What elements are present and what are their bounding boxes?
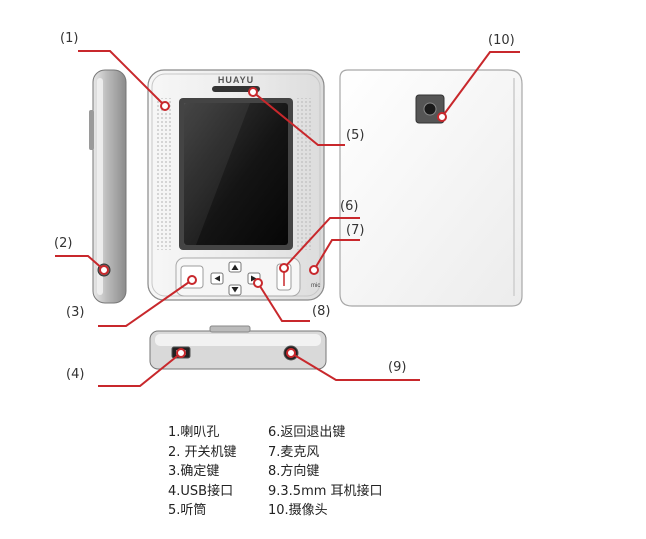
- side-view: [89, 69, 127, 304]
- leader-line-7: [313, 239, 360, 271]
- back-view: [339, 69, 523, 307]
- callout-10: (10): [488, 33, 515, 48]
- screen: [184, 103, 288, 245]
- earpiece: [212, 86, 260, 92]
- callout-9: (9): [388, 360, 407, 375]
- leader-line-1: [78, 50, 166, 107]
- leader-line-5: [252, 91, 345, 146]
- control-panel: [175, 257, 301, 297]
- speaker-grille-right: [296, 98, 313, 250]
- leader-line-8: [257, 282, 310, 322]
- legend-item: 9.3.5mm 耳机接口: [268, 483, 383, 499]
- leader-line-9: [290, 352, 420, 381]
- callout-4: (4): [66, 367, 85, 382]
- legend-item: 6.返回退出键: [268, 425, 346, 440]
- callout-8: (8): [312, 304, 331, 319]
- legend-row: 3.确定键 8.方向键: [168, 462, 383, 482]
- legend-row: 1.喇叭孔 6.返回退出键: [168, 423, 383, 443]
- bottom-view: [149, 325, 327, 370]
- leader-line-3: [98, 279, 193, 327]
- leader-line-10: [441, 51, 520, 118]
- leader-line-2: [55, 255, 105, 271]
- legend-row: 5.听筒 10.摄像头: [168, 501, 383, 521]
- legend-item: 5.听筒: [168, 503, 207, 518]
- front-view: HUAYU mic: [147, 69, 325, 301]
- callout-6: (6): [340, 199, 359, 214]
- brand-logo: HUAYU: [218, 75, 254, 85]
- callout-5: (5): [346, 128, 365, 143]
- speaker-grille-left: [156, 98, 173, 250]
- callout-1: (1): [60, 31, 79, 46]
- legend: 1.喇叭孔 6.返回退出键 2. 开关机键 7.麦克风 3.确定键 8.方向键 …: [168, 423, 383, 521]
- callout-3: (3): [66, 305, 85, 320]
- legend-item: 3.确定键: [168, 464, 220, 479]
- legend-row: 2. 开关机键 7.麦克风: [168, 443, 383, 463]
- legend-item: 8.方向键: [268, 464, 320, 479]
- mic-label: mic: [311, 283, 320, 289]
- legend-item: 4.USB接口: [168, 483, 234, 499]
- legend-row: 4.USB接口 9.3.5mm 耳机接口: [168, 482, 383, 502]
- legend-item: 2. 开关机键: [168, 444, 237, 460]
- legend-item: 7.麦克风: [268, 444, 320, 460]
- callout-7: (7): [346, 223, 365, 238]
- leader-lines: [55, 50, 520, 387]
- leader-line-6: [283, 217, 360, 269]
- legend-item: 1.喇叭孔: [168, 425, 220, 440]
- callout-2: (2): [54, 236, 73, 251]
- legend-item: 10.摄像头: [268, 503, 328, 518]
- leader-line-4: [98, 352, 182, 387]
